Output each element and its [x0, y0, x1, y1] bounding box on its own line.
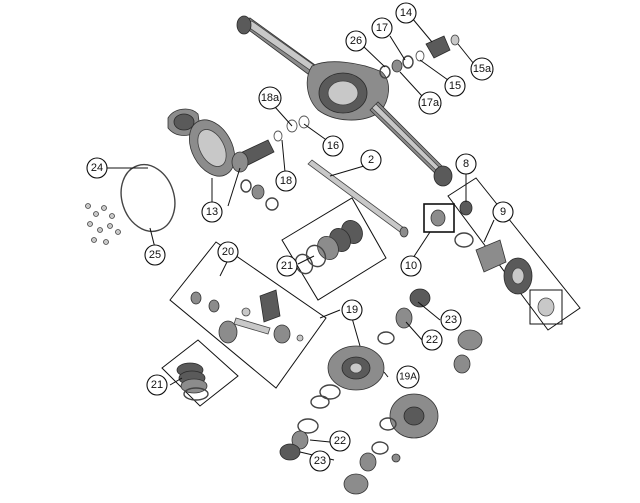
callout-19A: 19A — [396, 365, 420, 389]
differential-case — [310, 288, 483, 409]
callout-label: 25 — [149, 249, 161, 261]
callout-10: 10 — [400, 255, 422, 277]
spider-gear-box — [169, 241, 327, 389]
callout-label: 13 — [206, 206, 218, 218]
axle-shaft — [307, 159, 409, 238]
ring-pinion-gear-set — [167, 108, 310, 211]
callout-23-upper: 23 — [440, 309, 462, 331]
callout-22-upper: 22 — [421, 329, 443, 351]
callout-label: 19A — [399, 372, 417, 383]
callout-15: 15 — [444, 75, 466, 97]
callout-22-lower: 22 — [329, 430, 351, 452]
callout-20: 20 — [217, 241, 239, 263]
callout-23-lower: 23 — [309, 450, 331, 472]
callout-17a: 17a — [418, 91, 442, 115]
callout-label: 19 — [346, 304, 358, 316]
callout-26: 26 — [345, 30, 367, 52]
callout-label: 18a — [261, 92, 280, 104]
callout-label: 8 — [463, 158, 469, 170]
callout-label: 15 — [449, 80, 461, 92]
callout-label: 18 — [280, 175, 292, 187]
clutch-pack-box-upper — [281, 197, 387, 301]
callout-label: 21 — [281, 260, 293, 272]
callout-label: 9 — [500, 206, 506, 218]
callout-label: 24 — [91, 162, 103, 174]
callout-15a: 15a — [470, 57, 494, 81]
leader-lines — [106, 17, 495, 461]
callout-25: 25 — [144, 244, 166, 266]
callout-label: 15a — [473, 63, 492, 75]
callout-21-lower: 21 — [146, 374, 168, 396]
callout-label: 16 — [327, 140, 339, 152]
callout-21-upper: 21 — [276, 255, 298, 277]
axle-bearing-box — [423, 177, 581, 331]
clutch-pack-box-lower — [161, 339, 239, 407]
callout-label: 22 — [334, 435, 346, 447]
callout-label: 17 — [376, 22, 388, 34]
callout-18a: 18a — [258, 86, 282, 110]
callout-13: 13 — [201, 201, 223, 223]
callout-label: 23 — [314, 455, 326, 467]
callout-label: 10 — [405, 260, 417, 272]
callout-label: 26 — [350, 35, 362, 47]
callout-label: 17a — [421, 97, 440, 109]
callout-label: 21 — [151, 379, 163, 391]
callout-17: 17 — [371, 17, 393, 39]
callout-label: 14 — [400, 7, 412, 19]
callout-18: 18 — [275, 170, 297, 192]
callout-label: 23 — [445, 314, 457, 326]
axle-housing — [236, 15, 453, 187]
differential-case-alt — [371, 393, 439, 463]
pinion-yoke-parts — [379, 34, 460, 79]
callout-label: 22 — [426, 334, 438, 346]
callout-19: 19 — [341, 299, 363, 321]
cover-gasket-and-bolts — [85, 163, 176, 245]
callout-label: 20 — [222, 246, 234, 258]
callout-9: 9 — [492, 201, 514, 223]
cover-bolts — [85, 203, 121, 245]
callout-label: 2 — [368, 154, 374, 166]
callout-24: 24 — [86, 157, 108, 179]
callout-14: 14 — [395, 2, 417, 24]
callout-16: 16 — [322, 135, 344, 157]
callout-2: 2 — [360, 149, 382, 171]
callout-8: 8 — [455, 153, 477, 175]
